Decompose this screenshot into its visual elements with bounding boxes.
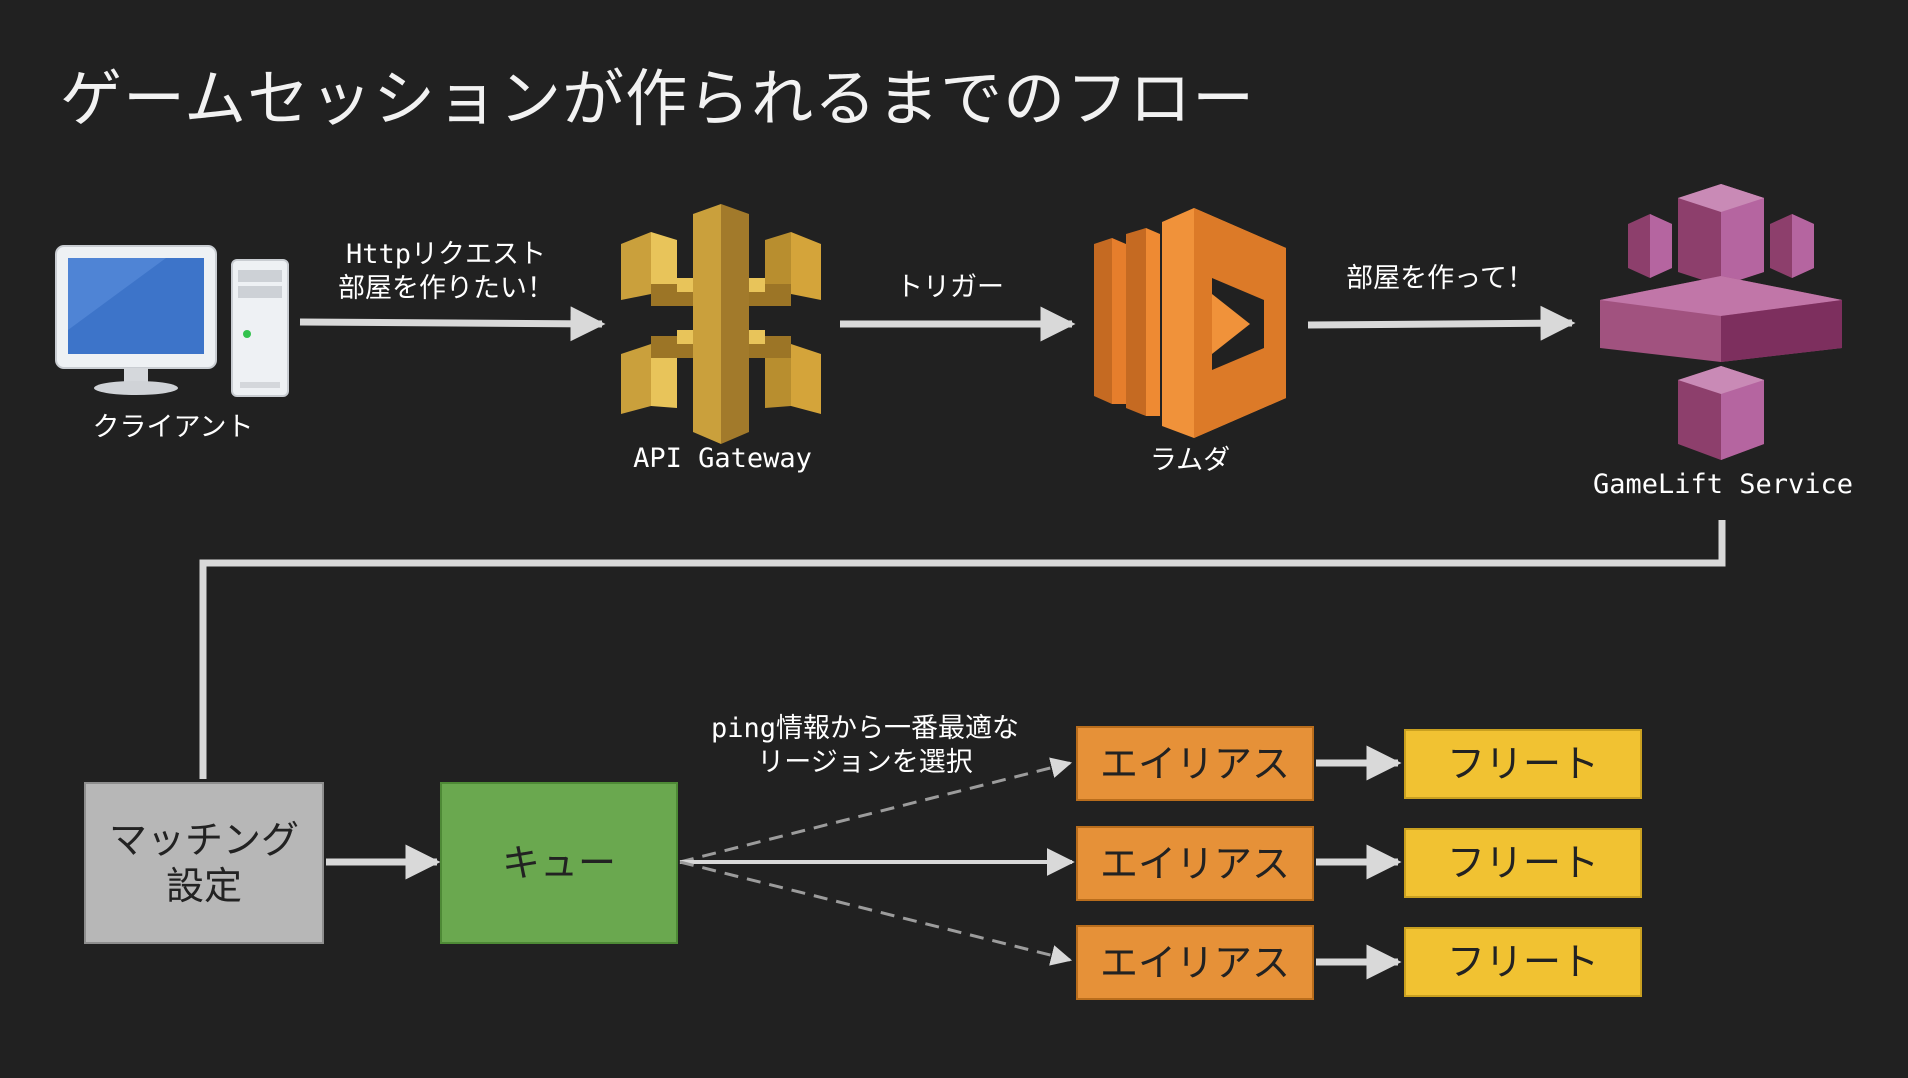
alias-box-1: エイリアス bbox=[1076, 726, 1314, 801]
arrow-queue-to-alias-3 bbox=[679, 860, 1073, 966]
fleet-box-1: フリート bbox=[1404, 729, 1642, 799]
edge-label-queue-to-alias: ping情報から一番最適な リージョンを選択 bbox=[710, 713, 1020, 778]
api-gateway-icon bbox=[621, 204, 821, 444]
matchmaking-config-box: マッチング 設定 bbox=[84, 782, 324, 944]
fleet-box-3: フリート bbox=[1404, 927, 1642, 997]
gamelift-label: GameLift Service bbox=[1592, 469, 1854, 500]
arrow-client-to-api bbox=[299, 306, 606, 342]
desktop-computer-icon bbox=[55, 245, 289, 397]
alias-box-3: エイリアス bbox=[1076, 925, 1314, 1000]
queue-box: キュー bbox=[440, 782, 678, 944]
lambda-icon bbox=[1094, 208, 1286, 438]
client-label: クライアント bbox=[92, 412, 254, 443]
edge-label-lambda-to-gamelift: 部屋を作って！ bbox=[1346, 263, 1534, 294]
edge-label-api-to-lambda: トリガー bbox=[896, 272, 1004, 303]
gamelift-icon bbox=[1600, 184, 1842, 460]
fleet-box-2: フリート bbox=[1404, 828, 1642, 898]
alias-box-2: エイリアス bbox=[1076, 826, 1314, 901]
page-title: ゲームセッションが作られるまでのフロー bbox=[60, 62, 1256, 135]
api-gateway-label: API Gateway bbox=[633, 443, 812, 474]
arrow-queue-to-alias-1 bbox=[679, 757, 1073, 864]
arrow-lambda-to-gamelift bbox=[1307, 305, 1576, 341]
connector-gamelift-to-matchmaking bbox=[199, 520, 1726, 779]
edge-label-client-to-api: Httpリクエスト 部屋を作りたい！ bbox=[338, 239, 554, 304]
lambda-label: ラムダ bbox=[1149, 445, 1231, 476]
